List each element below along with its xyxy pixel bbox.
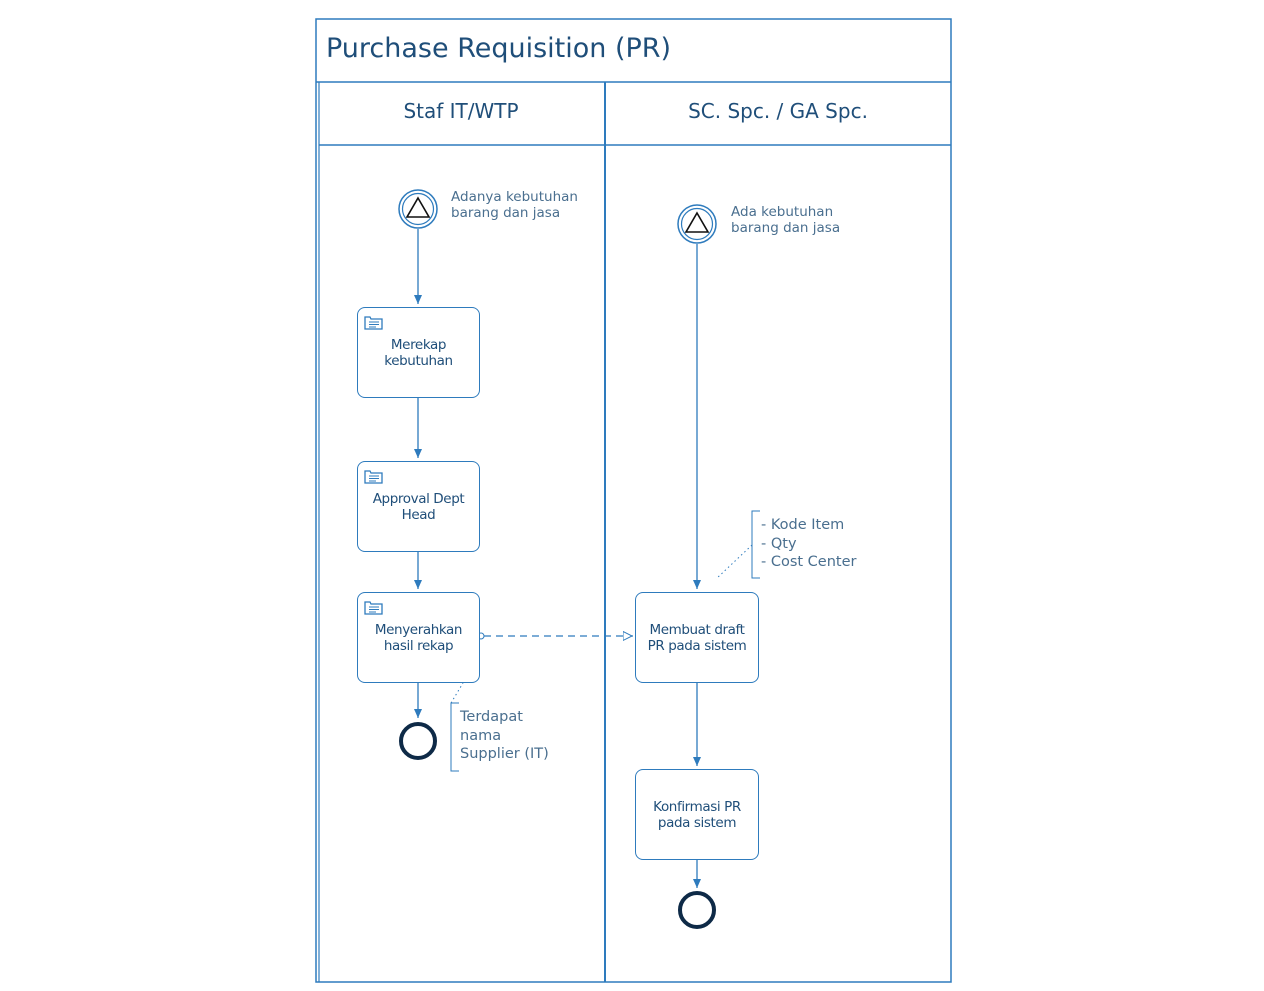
signal-triangle-icon — [405, 196, 431, 218]
association-fields — [715, 544, 753, 580]
annotation-bracket-fields — [751, 510, 760, 579]
annotation-bracket-supplier — [450, 702, 459, 772]
annotation-draft-fields: - Kode Item - Qty - Cost Center — [761, 516, 857, 572]
pool-border — [315, 18, 952, 983]
task-label: Approval Dept Head — [372, 490, 465, 523]
end-event-sc — [678, 891, 716, 929]
task-approval-dept-head[interactable]: Approval Dept Head — [357, 461, 480, 552]
annotation-supplier: Terdapat nama Supplier (IT) — [460, 708, 549, 764]
annotation-line: Supplier (IT) — [460, 746, 549, 762]
task-label: Merekap kebutuhan — [384, 336, 453, 369]
annotation-line: Terdapat — [460, 709, 523, 725]
start-event-sc-label: Ada kebutuhan barang dan jasa — [731, 204, 841, 236]
lane-title-sc-spc: SC. Spc. / GA Spc. — [688, 99, 868, 123]
lane-title-staf-it: Staf IT/WTP — [403, 99, 519, 123]
task-label: Konfirmasi PR pada sistem — [653, 798, 741, 831]
task-label: Membuat draft PR pada sistem — [647, 621, 747, 654]
annotation-line: nama — [460, 727, 502, 744]
task-membuat-draft-pr[interactable]: Membuat draft PR pada sistem — [635, 592, 759, 683]
manual-task-folder-icon — [364, 316, 383, 330]
task-menyerahkan-hasil-rekap[interactable]: Menyerahkan hasil rekap — [357, 592, 480, 683]
annotation-line: - Qty — [761, 535, 797, 552]
annotation-line: - Cost Center — [761, 554, 857, 570]
start-event-it-label: Adanya kebutuhan barang dan jasa — [451, 189, 578, 221]
task-konfirmasi-pr[interactable]: Konfirmasi PR pada sistem — [635, 769, 759, 860]
annotation-line: - Kode Item — [761, 517, 845, 533]
end-event-it — [399, 722, 437, 760]
start-event-it — [398, 189, 438, 229]
task-merekap-kebutuhan[interactable]: Merekap kebutuhan — [357, 307, 480, 398]
signal-triangle-icon — [684, 211, 710, 233]
manual-task-folder-icon — [364, 470, 383, 484]
association-supplier — [450, 682, 464, 704]
pool-title: Purchase Requisition (PR) — [326, 33, 672, 64]
task-label: Menyerahkan hasil rekap — [374, 621, 463, 654]
start-event-sc — [677, 204, 717, 244]
manual-task-folder-icon — [364, 601, 383, 615]
